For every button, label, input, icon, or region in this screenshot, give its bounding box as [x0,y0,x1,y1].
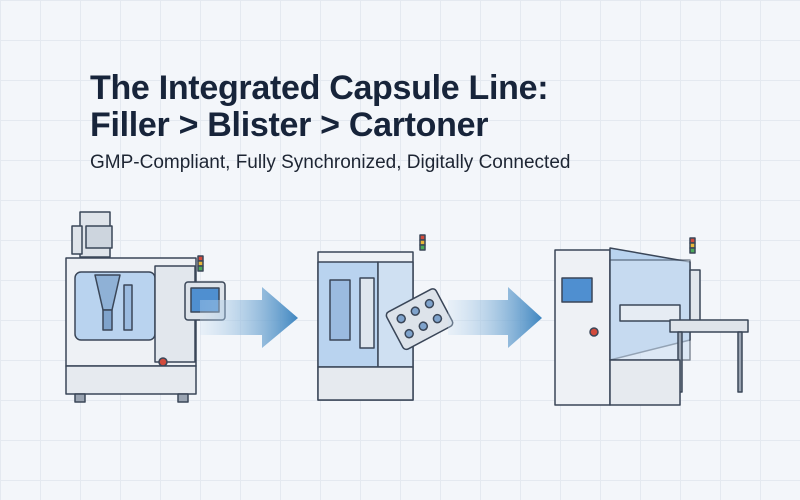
output-conveyor [669,319,749,333]
capsule-filler-machine [65,211,226,403]
blister-machine [317,234,454,401]
title-line-2: Filler > Blister > Cartoner [90,106,489,144]
title-line-1: The Integrated Capsule Line: [90,69,549,107]
cartoner-hmi-screen [561,277,593,303]
blister-tray [385,288,454,351]
flow-arrow-1 [200,287,298,348]
flow-arrow-2 [448,287,542,348]
cartoner-machine [554,237,749,406]
subtitle: GMP-Compliant, Fully Synchronized, Digit… [90,152,571,173]
page-title: The Integrated Capsule Line: Filler > Bl… [90,69,549,144]
